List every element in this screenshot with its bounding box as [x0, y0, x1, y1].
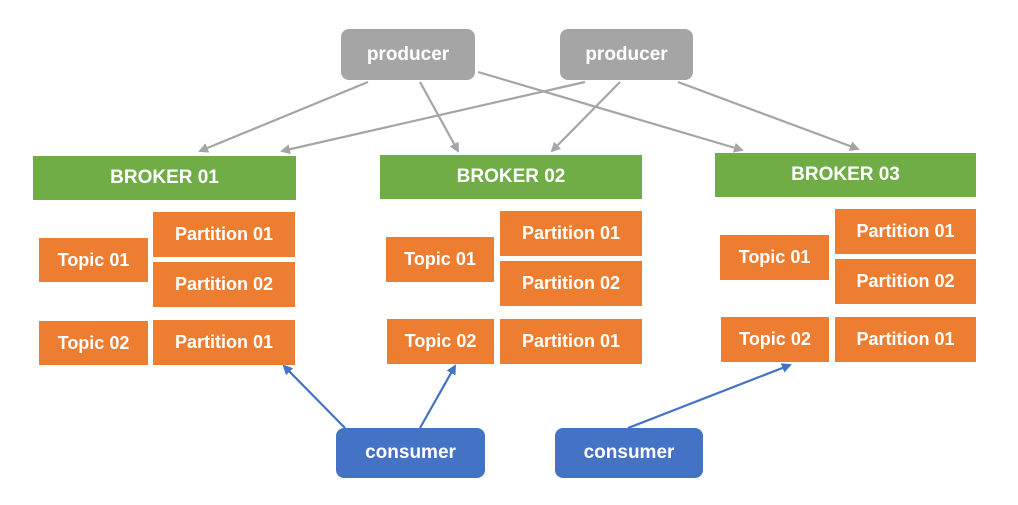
broker02-topic02: Topic 02 — [387, 319, 494, 364]
arrow-producer1-broker02 — [419, 81, 459, 153]
consumer-box-2: consumer — [555, 428, 703, 478]
broker-header-02: BROKER 02 — [380, 155, 642, 199]
broker02-topic01-partition02: Partition 02 — [500, 261, 642, 306]
arrow-consumer1-broker01-partition — [282, 364, 346, 429]
broker03-topic01-partition02: Partition 02 — [835, 259, 976, 304]
arrow-consumer2-broker03-partition — [627, 363, 792, 430]
broker-header-01: BROKER 01 — [33, 156, 296, 200]
broker03-topic01: Topic 01 — [720, 235, 829, 280]
broker01-topic01: Topic 01 — [39, 238, 148, 282]
arrow-producer1-broker01 — [198, 80, 369, 153]
broker-header-03: BROKER 03 — [715, 153, 976, 197]
arrow-producer2-broker01 — [280, 80, 586, 155]
consumer-box-1: consumer — [336, 428, 485, 478]
arrow-producer2-broker02 — [550, 81, 621, 153]
broker01-topic02: Topic 02 — [39, 321, 148, 365]
broker01-topic02-partition01: Partition 01 — [153, 320, 295, 365]
broker02-topic01-partition01: Partition 01 — [500, 211, 642, 256]
arrow-producer2-broker03 — [677, 80, 860, 151]
producer-box-2: producer — [560, 29, 693, 80]
producer-box-1: producer — [341, 29, 475, 80]
arrow-consumer1-broker02-partition — [419, 364, 456, 429]
broker02-topic01: Topic 01 — [386, 237, 494, 282]
broker01-topic01-partition02: Partition 02 — [153, 262, 295, 307]
broker02-topic02-partition01: Partition 01 — [500, 319, 642, 364]
broker01-topic01-partition01: Partition 01 — [153, 212, 295, 257]
broker03-topic01-partition01: Partition 01 — [835, 209, 976, 254]
arrow-producer1-broker03 — [477, 70, 744, 153]
broker03-topic02: Topic 02 — [721, 317, 829, 362]
broker03-topic02-partition01: Partition 01 — [835, 317, 976, 362]
